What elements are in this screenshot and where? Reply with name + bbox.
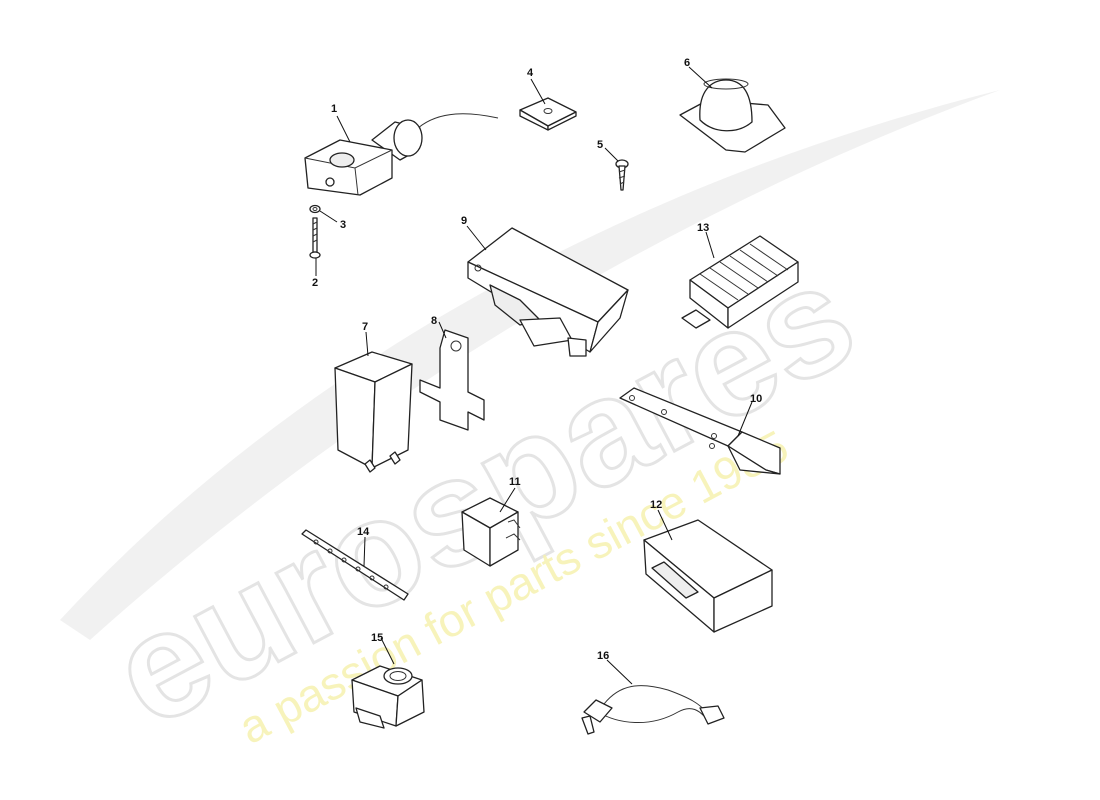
callout-7: 7	[362, 321, 368, 333]
callout-11: 11	[509, 476, 521, 488]
part-10-bracket	[619, 387, 781, 475]
part-11-relay	[461, 497, 521, 567]
callout-3: 3	[340, 219, 346, 231]
callout-9: 9	[461, 215, 467, 227]
callout-16: 16	[597, 650, 609, 662]
callout-15: 15	[371, 632, 383, 644]
part-4-pad	[519, 97, 577, 131]
callout-12: 12	[650, 499, 662, 511]
part-16-harness	[581, 685, 725, 735]
part-15-sounder	[351, 665, 425, 729]
callout-10: 10	[750, 393, 762, 405]
part-14-terminal-strip	[301, 529, 409, 601]
part-13-amplifier	[681, 235, 799, 329]
part-6-boot	[679, 78, 786, 153]
leader-lines	[315, 66, 753, 685]
callout-14: 14	[357, 526, 370, 538]
callout-6: 6	[684, 57, 690, 69]
part-12-module	[643, 519, 773, 633]
callout-1: 1	[331, 103, 337, 115]
callout-2: 2	[312, 277, 318, 289]
part-2-bolt	[309, 217, 321, 259]
part-5-screw	[615, 159, 629, 191]
callout-13: 13	[697, 222, 709, 234]
part-9-control-module	[467, 227, 629, 357]
callout-4: 4	[527, 67, 534, 79]
part-7-relay	[334, 351, 413, 473]
part-3-washer	[309, 204, 321, 214]
callout-8: 8	[431, 315, 437, 327]
watermark: eurospares a passion for parts since 198…	[60, 90, 1000, 760]
callout-numbers: 1 2 3 4 5 6 7 8 9 10 11 12 13 14 15 16	[312, 57, 762, 662]
part-1-sensor	[304, 113, 499, 196]
part-8-bracket	[419, 329, 485, 431]
callout-5: 5	[597, 139, 603, 151]
